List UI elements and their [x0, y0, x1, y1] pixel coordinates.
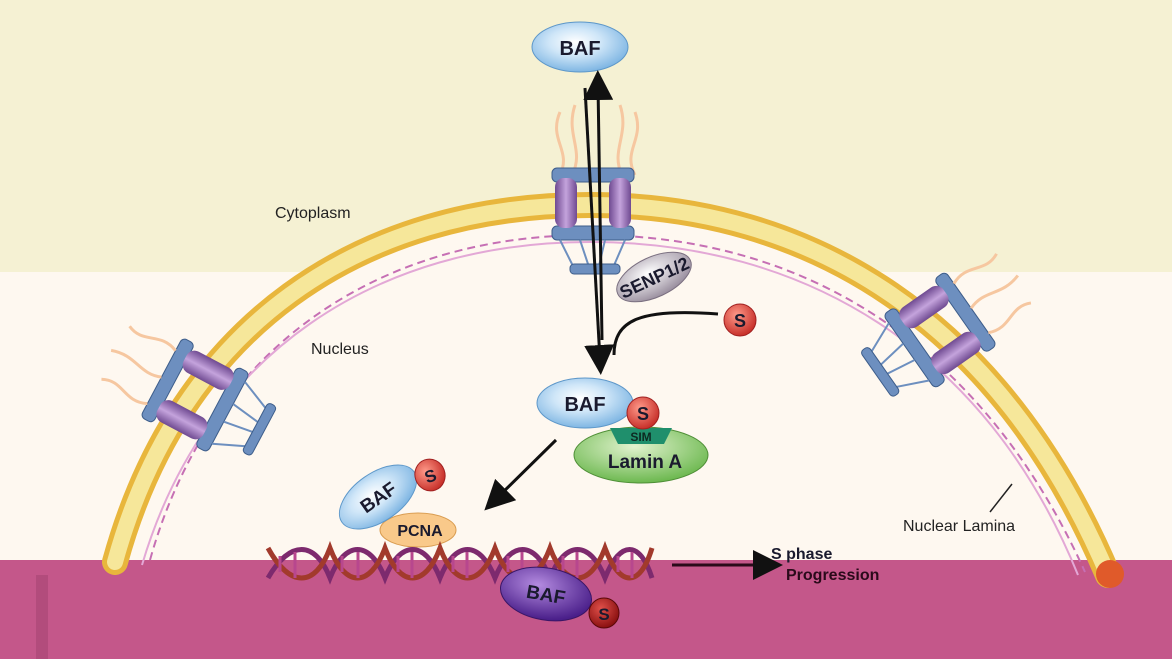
desumoylation-arrow: [612, 311, 719, 356]
s-phase-label: S phase: [771, 546, 832, 563]
nucleus-label: Nucleus: [311, 341, 369, 358]
nuclear-lamina-pointer: [989, 483, 1013, 513]
lamin-a: SIM Lamin A: [573, 426, 709, 484]
free-sumo-label: S: [734, 311, 746, 331]
dna-double-helix: [265, 540, 655, 585]
to-pcna-arrow: [484, 438, 558, 511]
lamin-a-label: Lamin A: [608, 452, 683, 473]
cytoplasm-label: Cytoplasm: [275, 205, 351, 222]
sumo-lamin-label: S: [637, 404, 649, 424]
sumo-dna-label: S: [598, 605, 609, 624]
baf-pcna-complex: PCNA BAF S: [338, 458, 457, 548]
bottom-band-stripe: [36, 575, 48, 659]
baf-mid-label: BAF: [564, 394, 605, 416]
baf-dna: BAF S: [499, 566, 620, 629]
envelope-end-cap: [1096, 560, 1124, 588]
progression-label: Progression: [786, 567, 879, 584]
export-arrow: [583, 70, 614, 341]
baf-top-label: BAF: [559, 38, 600, 60]
import-arrow: [583, 87, 615, 375]
pcna-label: PCNA: [397, 523, 443, 540]
sim-label: SIM: [630, 430, 651, 444]
nuclear-pore-right: [861, 253, 1032, 397]
baf-cytoplasm: BAF: [531, 21, 629, 73]
nuclear-pore-left: [101, 325, 277, 456]
nuclear-lamina-label: Nuclear Lamina: [903, 518, 1015, 535]
baf-sumoylated-lamin: BAF S: [536, 377, 660, 430]
free-sumo: S: [723, 303, 757, 337]
